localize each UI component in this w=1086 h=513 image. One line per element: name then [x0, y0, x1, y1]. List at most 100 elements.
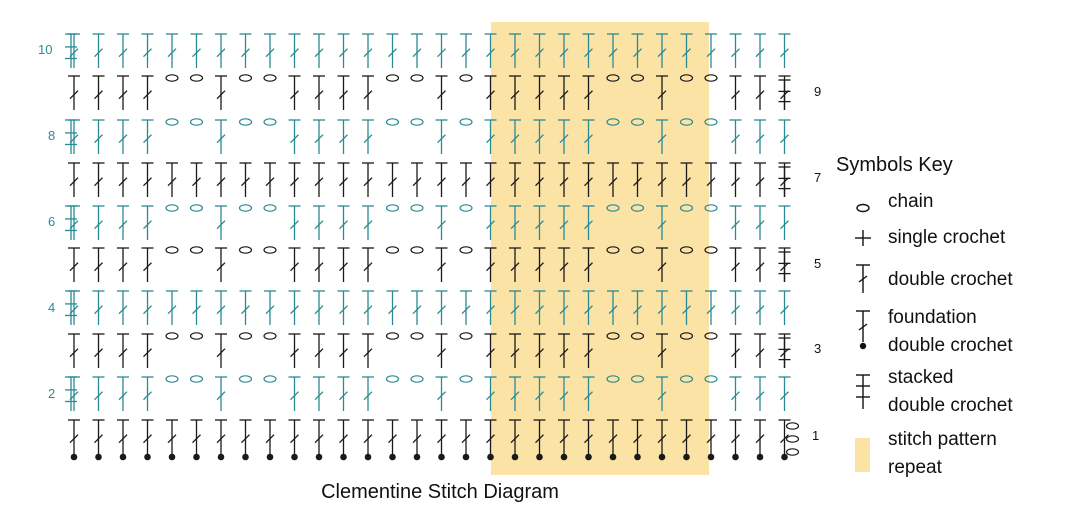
dc-row8 — [337, 119, 350, 154]
dc-row1 — [386, 419, 399, 454]
dc-row6 — [484, 205, 497, 240]
dc-row9 — [484, 75, 497, 110]
chain-row2 — [606, 375, 620, 383]
chain-row2 — [630, 375, 645, 383]
dc-row7 — [729, 162, 742, 197]
dc-row4 — [141, 290, 154, 325]
foundation-dot — [119, 453, 127, 461]
dc-row4 — [411, 290, 423, 325]
turning-stacked-row7 — [778, 166, 791, 197]
foundation-dot — [413, 453, 421, 461]
key-item-single-crochet: single crochet — [888, 226, 1005, 250]
chain-row9 — [459, 74, 473, 82]
dc-row1 — [533, 419, 546, 454]
dc-row9 — [533, 75, 546, 110]
dc-row4 — [68, 290, 80, 325]
dc-row6 — [558, 205, 570, 240]
dc-row10 — [264, 33, 276, 68]
dc-row1 — [215, 419, 227, 454]
dc-row5 — [533, 247, 546, 282]
dc-row7 — [190, 162, 203, 197]
dc-row10 — [778, 33, 791, 68]
dc-row3 — [656, 333, 668, 368]
row-number-10: 10 — [38, 42, 53, 57]
key-label-stacked-line2: double crochet — [888, 395, 1013, 416]
dc-row1 — [631, 419, 644, 454]
dc-row4 — [484, 290, 497, 325]
foundation-dot — [70, 453, 78, 461]
turning-stacked-row5 — [778, 251, 791, 282]
chain-row3 — [606, 332, 620, 340]
dc-row6 — [362, 205, 374, 240]
chain-row8 — [385, 118, 400, 126]
chain-row3 — [410, 332, 424, 340]
chain-row3 — [263, 332, 277, 340]
dc-row1 — [362, 419, 374, 454]
foundation-dot — [217, 453, 225, 461]
chain-row6 — [263, 204, 277, 212]
dc-row3 — [68, 333, 80, 368]
chain-row8 — [238, 118, 253, 126]
dc-row10 — [386, 33, 399, 68]
key-label-stacked-line1: stacked — [888, 367, 954, 388]
dc-row10 — [582, 33, 595, 68]
dc-row4 — [166, 290, 178, 325]
dc-row10 — [411, 33, 423, 68]
turning-stacked-row3 — [778, 337, 791, 368]
dc-row7 — [582, 162, 595, 197]
dc-row1 — [656, 419, 668, 454]
dc-row1 — [264, 419, 276, 454]
chain-row5 — [263, 246, 277, 254]
chain-row8 — [263, 118, 277, 126]
foundation-dot — [438, 453, 445, 461]
dc-row1 — [754, 419, 766, 454]
chain-row8 — [459, 118, 473, 126]
foundation-dot — [634, 453, 641, 461]
dc-row6 — [729, 205, 742, 240]
dc-row10 — [631, 33, 644, 68]
dc-row2 — [141, 376, 154, 411]
dc-row5 — [754, 247, 766, 282]
dc-row2 — [729, 376, 742, 411]
dc-row8 — [778, 119, 791, 154]
dc-row2 — [215, 376, 227, 411]
dc-row8 — [215, 119, 227, 154]
chain-row6 — [606, 204, 620, 212]
chain-row5 — [189, 246, 204, 254]
symbols-key-title: Symbols Key — [836, 154, 953, 176]
dc-row6 — [141, 205, 154, 240]
chain-row9 — [679, 74, 694, 82]
dc-row6 — [337, 205, 350, 240]
dc-row8 — [533, 119, 546, 154]
foundation-dot — [560, 453, 568, 461]
dc-row4 — [607, 290, 619, 325]
dc-row3 — [582, 333, 595, 368]
dc-row4 — [460, 290, 472, 325]
chain-row2 — [165, 375, 179, 383]
dc-row4 — [117, 290, 129, 325]
dc-row7 — [166, 162, 178, 197]
dc-row3 — [484, 333, 497, 368]
dc-row4 — [680, 290, 693, 325]
dc-row3 — [754, 333, 766, 368]
foundation-dot — [168, 453, 176, 461]
dc-row9 — [656, 75, 668, 110]
repeat-swatch-icon — [855, 438, 870, 472]
chain-row9 — [410, 74, 424, 82]
single-crochet-icon — [855, 230, 871, 246]
chain-row3 — [459, 332, 473, 340]
foundation-dot — [707, 453, 715, 461]
dc-row5 — [215, 247, 227, 282]
dc-row10 — [313, 33, 325, 68]
dc-row1 — [190, 419, 203, 454]
dc-row5 — [729, 247, 742, 282]
foundation-dot — [144, 453, 151, 461]
dc-row9 — [313, 75, 325, 110]
dc-row10 — [239, 33, 252, 68]
dc-row4 — [386, 290, 399, 325]
dc-row8 — [313, 119, 325, 154]
dc-row5 — [509, 247, 521, 282]
chain-row2 — [385, 375, 400, 383]
chain-row9 — [263, 74, 277, 82]
dc-row2 — [582, 376, 595, 411]
